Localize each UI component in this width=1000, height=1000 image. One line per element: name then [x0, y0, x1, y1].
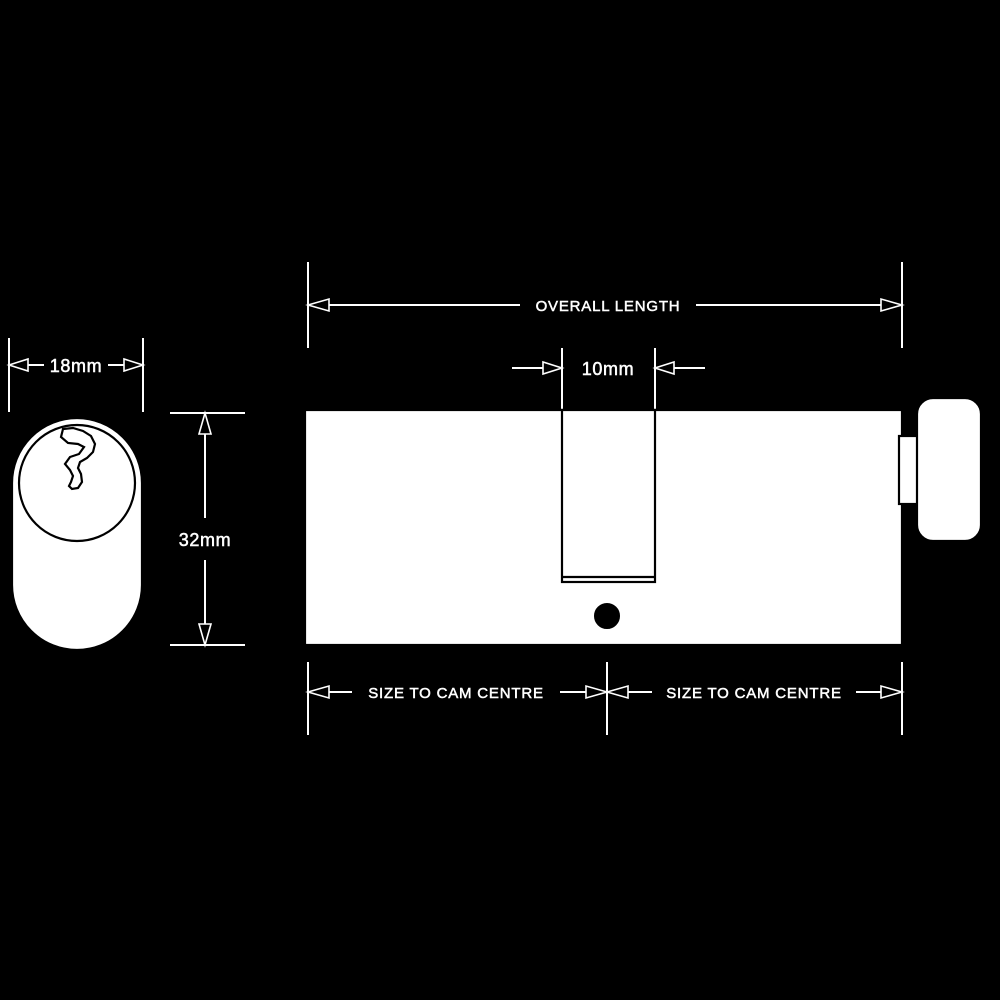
fixing-screw-hole	[592, 601, 622, 631]
dimension-10mm: 10mm	[512, 348, 705, 410]
dimension-size-to-cam-centre-right-label: SIZE TO CAM CENTRE	[666, 685, 842, 702]
dimension-10mm-label: 10mm	[582, 359, 634, 379]
dimension-size-to-cam-centre-right: SIZE TO CAM CENTRE	[604, 662, 905, 735]
dimension-size-to-cam-centre-left: SIZE TO CAM CENTRE	[305, 662, 610, 735]
keyway-profile-icon	[59, 426, 97, 491]
dimension-overall-length-label: OVERALL LENGTH	[536, 298, 681, 315]
cylinder-body-assembly	[303, 408, 904, 647]
cam-lug-outline	[560, 408, 657, 584]
end-face-view	[10, 416, 144, 652]
dimension-18mm-label: 18mm	[50, 356, 102, 376]
end-face-outer-outline	[10, 416, 144, 652]
dimension-size-to-cam-centre-left-label: SIZE TO CAM CENTRE	[368, 685, 544, 702]
dimension-32mm-label: 32mm	[179, 530, 231, 550]
thumbturn-knob	[915, 396, 983, 543]
dimension-32mm: 32mm	[170, 410, 245, 648]
key-plug-circle	[17, 423, 137, 543]
dimension-18mm: 18mm	[6, 338, 146, 412]
dimension-overall-length: OVERALL LENGTH	[305, 262, 905, 348]
thumbturn-assembly	[897, 396, 983, 543]
